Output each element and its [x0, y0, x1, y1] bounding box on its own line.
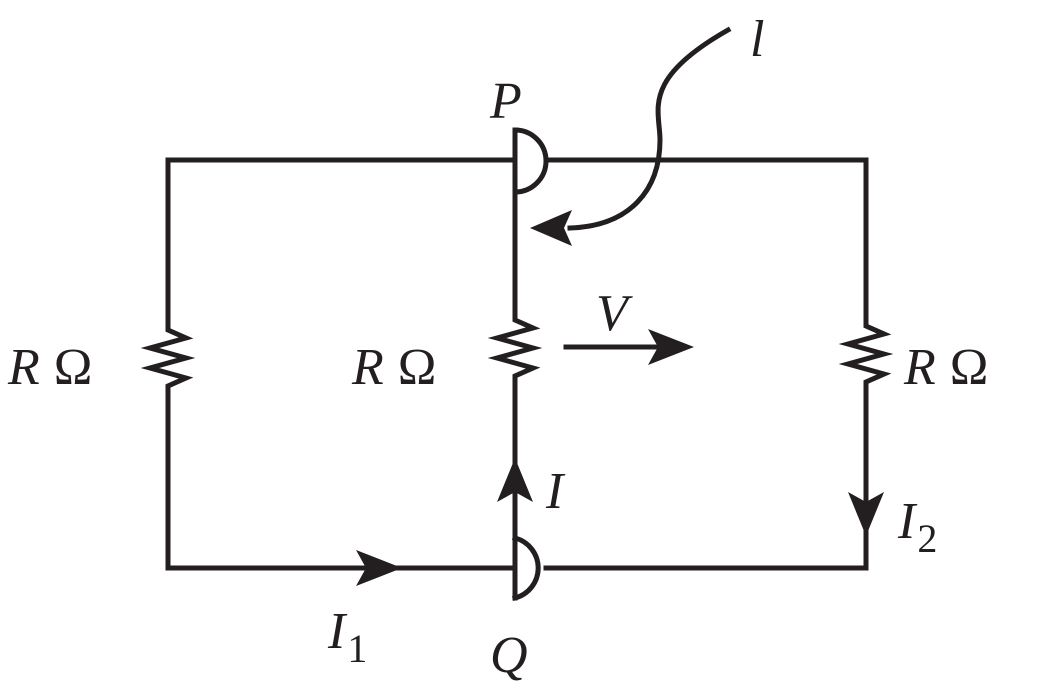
- label-i: I: [545, 463, 566, 520]
- label-p: P: [489, 73, 522, 130]
- junction-q: [511, 534, 541, 602]
- current-i1-arrow-icon: [356, 550, 402, 586]
- label-q: Q: [490, 627, 528, 684]
- current-i2-arrow-icon: [848, 492, 884, 536]
- right-resistor: [838, 315, 894, 395]
- current-i-arrow-icon: [497, 458, 533, 502]
- rod-pointer-curve: [567, 26, 732, 231]
- velocity-arrow-icon: [648, 329, 694, 365]
- label-i2: I2: [897, 493, 937, 561]
- middle-resistor: [487, 311, 543, 391]
- left-resistor: [140, 319, 196, 399]
- junction-p: [512, 127, 549, 195]
- rod-pointer-arrow-icon: [530, 210, 572, 246]
- label-i1: I1: [327, 603, 367, 671]
- label-l: l: [750, 11, 764, 68]
- label-v: V: [596, 285, 633, 342]
